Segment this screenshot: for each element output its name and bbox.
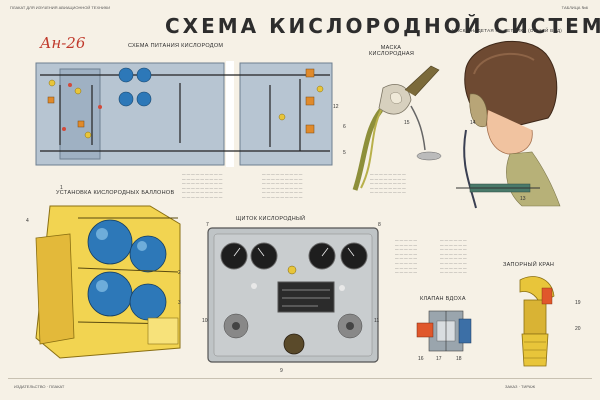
valve-label: КЛАПАН ВДОХА: [420, 296, 466, 302]
right-legend-1: — — — — — —— — — — — —— — — — — —— — — —…: [440, 238, 467, 275]
sheet-number: ТАБЛИЦА №6: [561, 5, 588, 10]
callout-number: 19: [575, 300, 581, 306]
callout-number: 3: [178, 300, 181, 306]
scheme-legend-right: — — — — — — — — —— — — — — — — — —— — — …: [262, 172, 303, 199]
callout-number: 9: [280, 368, 283, 374]
mask-legend: — — — — — — — —— — — — — — — —— — — — — …: [370, 172, 406, 195]
callout-number: 5: [343, 150, 346, 156]
inhale-valve-illustration: [416, 310, 472, 352]
aircraft-name: Ан-26: [40, 34, 86, 52]
pilot-with-mask-illustration: [456, 40, 561, 209]
scheme-legend-left: — — — — — — — — —— — — — — — — — —— — — …: [182, 172, 223, 199]
footer-rule: [8, 378, 592, 379]
callout-number: 13: [520, 196, 526, 202]
callout-number: 17: [436, 356, 442, 362]
callout-number: 15: [404, 120, 410, 126]
callout-number: 1: [60, 185, 63, 191]
supply-scheme-diagram: [35, 61, 333, 167]
mask-label: МАСКА КИСЛОРОДНАЯ: [369, 45, 415, 57]
cylinders-label: УСТАНОВКА КИСЛОРОДНЫХ БАЛЛОНОВ: [56, 190, 175, 196]
callout-number: 12: [333, 104, 339, 110]
panel-label: ЩИТОК КИСЛОРОДНЫЙ: [236, 216, 306, 222]
callout-number: 4: [26, 218, 29, 224]
callout-number: 18: [456, 356, 462, 362]
callout-number: 16: [418, 356, 424, 362]
callout-number: 7: [206, 222, 209, 228]
cylinder-installation-illustration: [35, 205, 181, 359]
supply-scheme-label: СХЕМА ПИТАНИЯ КИСЛОРОДОМ: [128, 43, 224, 49]
callout-number: 6: [343, 124, 346, 130]
footer-left-text: ИЗДАТЕЛЬСТВО · ПЛАКАТ: [14, 384, 65, 389]
callout-number: 8: [378, 222, 381, 228]
callout-number: 10: [202, 318, 208, 324]
poster-title: СХЕМА КИСЛОРОДНОЙ СИСТЕМЫ: [165, 14, 600, 38]
mask-worn-label: МАСКА НАДЕТАЯ НА ЛЕТЧИКА (ОБЩИЙ ВИД): [452, 28, 563, 33]
cock-label: ЗАПОРНЫЙ КРАН: [503, 262, 555, 268]
oxygen-mask-illustration: [352, 65, 442, 191]
callout-number: 14: [470, 120, 476, 126]
callout-number: 2: [178, 270, 181, 276]
callout-number: 11: [374, 318, 380, 324]
footer-right-text: ЗАКАЗ · ТИРАЖ: [505, 384, 536, 389]
header-publisher-line: ПЛАКАТ ДЛЯ ИЗУЧЕНИЯ АВИАЦИОННОЙ ТЕХНИКИ: [10, 5, 111, 10]
callout-number: 20: [575, 326, 581, 332]
oxygen-panel-illustration: [207, 227, 379, 363]
shutoff-cock-illustration: [519, 276, 555, 367]
right-legend-2: — — — — —— — — — —— — — — —— — — — — — —…: [395, 238, 417, 275]
